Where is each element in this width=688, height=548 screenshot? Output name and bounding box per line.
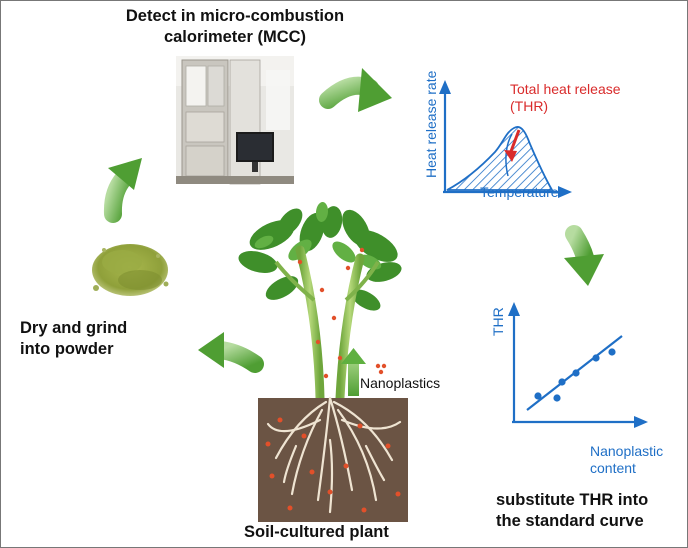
nanoplastic-particles-icon [375,363,387,375]
heat-release-chart [439,80,572,198]
standard-curve-chart [508,302,648,428]
heat-xlabel: Temperature [480,184,559,200]
uptake-arrow [341,348,366,396]
data-point [558,378,566,386]
data-point [592,354,600,362]
substitute-step-label: substitute THR into the standard curve [496,490,648,532]
data-point [608,348,616,356]
data-point [572,369,580,377]
curve-xlabel-line1: Nanoplastic [590,443,664,459]
dry-line1: Dry and grind [20,319,128,337]
thr-hatched-area [446,126,554,191]
curve-xlabel-line2: content [590,460,636,476]
substitute-line2: the standard curve [496,512,644,530]
arrow-to-chart [319,68,392,112]
detect-line2: calorimeter (MCC) [163,28,307,46]
nanoplastics-label: Nanoplastics [360,375,441,391]
detect-line1: Detect in micro-combustion [125,7,345,25]
data-point [534,392,542,400]
mcc-instrument-photo [176,56,294,185]
dry-line2: into powder [20,340,114,358]
curve-ylabel: THR [490,307,506,336]
arrow-to-curve [564,225,604,286]
detect-step-label: Detect in micro-combustion calorimeter (… [0,6,470,48]
heat-ylabel: Heat release rate [423,70,439,178]
thr-annotation-line1: Total heat release [510,81,621,97]
soil-block [258,396,408,522]
substitute-line1: substitute THR into [496,491,649,509]
thr-annotation-line2: (THR) [510,98,549,114]
plant-step-label: Soil-cultured plant [244,523,389,541]
arrow-to-mcc [103,158,142,223]
thr-pointer-arrow [508,129,521,155]
arrow-to-powder [198,332,264,373]
powder-pile [92,244,169,296]
curve-xlabel: Nanoplastic content [590,443,663,477]
dry-step-label: Dry and grind into powder [20,318,127,360]
data-point [553,394,561,402]
thr-annotation: Total heat release (THR) [510,81,621,115]
plant-illustration [238,202,402,403]
